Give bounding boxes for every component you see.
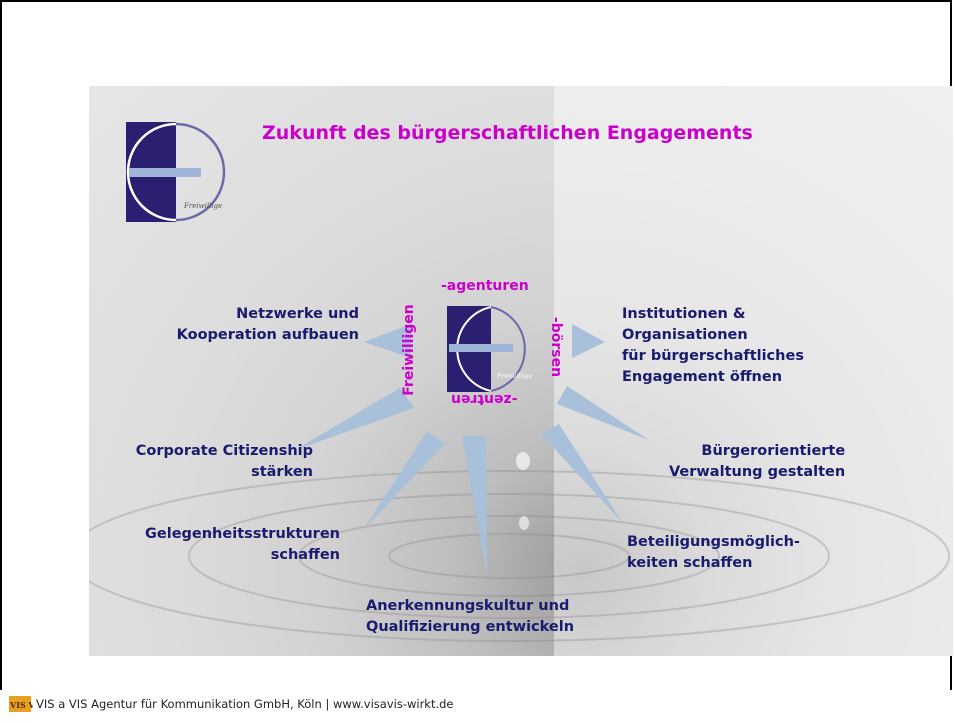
node-line: Verwaltung gestalten [669,464,846,480]
hub-top-label: -agenturen [441,278,529,294]
node-line: Bürgerorientierte [701,443,846,459]
node-line: Institutionen & [622,306,746,322]
arrow-right [572,324,605,358]
node-line: Anerkennungskultur und [366,598,570,614]
arrow-lower-right-1 [557,386,649,440]
slide-canvas: Freiwillige Zukunft des bürgerschaftlich… [89,86,953,656]
node-line: keiten schaffen [627,555,753,571]
node-line: Engagement öffnen [622,369,783,385]
water-ripples [89,452,950,642]
node-line: schaffen [270,547,340,563]
node-line: Beteiligungsmöglich- [627,534,800,550]
freiwillige-logo: Freiwillige [126,122,226,222]
node-gelegenheit: Gelegenheitsstrukturen schaffen [145,524,340,566]
arrow-lower-right-2 [541,424,622,522]
hub-bottom-label: -zentren [451,391,518,407]
arrow-bottom [462,436,487,576]
node-line: stärken [251,464,313,480]
hub-logo-label: Freiwillige [496,372,533,380]
node-line: für bürgerschaftliches [622,348,804,364]
node-line: Gelegenheitsstrukturen [144,526,340,542]
node-institutionen: Institutionen & Organisationen für bürge… [622,304,804,388]
node-anerkennung: Anerkennungskultur und Qualifizierung en… [366,596,574,638]
arrow-lower-left-1 [295,388,414,450]
node-line: Qualifizierung entwickeln [366,619,575,635]
arrows [295,324,649,576]
node-line: Corporate Citizenship [135,443,313,459]
node-beteiligung: Beteiligungsmöglich- keiten schaffen [627,532,800,574]
hub-logo: Freiwillige [447,306,533,392]
node-verwaltung: Bürgerorientierte Verwaltung gestalten [669,441,845,483]
hub-left-label: Freiwilligen [401,304,417,396]
hub-right-label: -börsen [548,316,564,378]
visavis-logo: VIS VIS [9,696,33,712]
arrow-left [364,324,411,358]
footer-text: VIS a VIS Agentur für Kommunikation GmbH… [36,697,454,711]
arrow-lower-left-2 [364,431,445,529]
visavis-logo-text: VIS VIS [9,700,33,710]
logo-label: Freiwillige [183,202,222,210]
node-line: Netzwerke und [236,306,359,322]
node-corporate: Corporate Citizenship stärken [136,441,313,483]
node-netzwerke: Netzwerke und Kooperation aufbauen [177,304,359,346]
slide-title: Zukunft des bürgerschaftlichen Engagemen… [262,122,753,144]
light-pane [554,86,953,656]
node-line: Organisationen [622,327,748,343]
node-line: Kooperation aufbauen [176,327,359,343]
